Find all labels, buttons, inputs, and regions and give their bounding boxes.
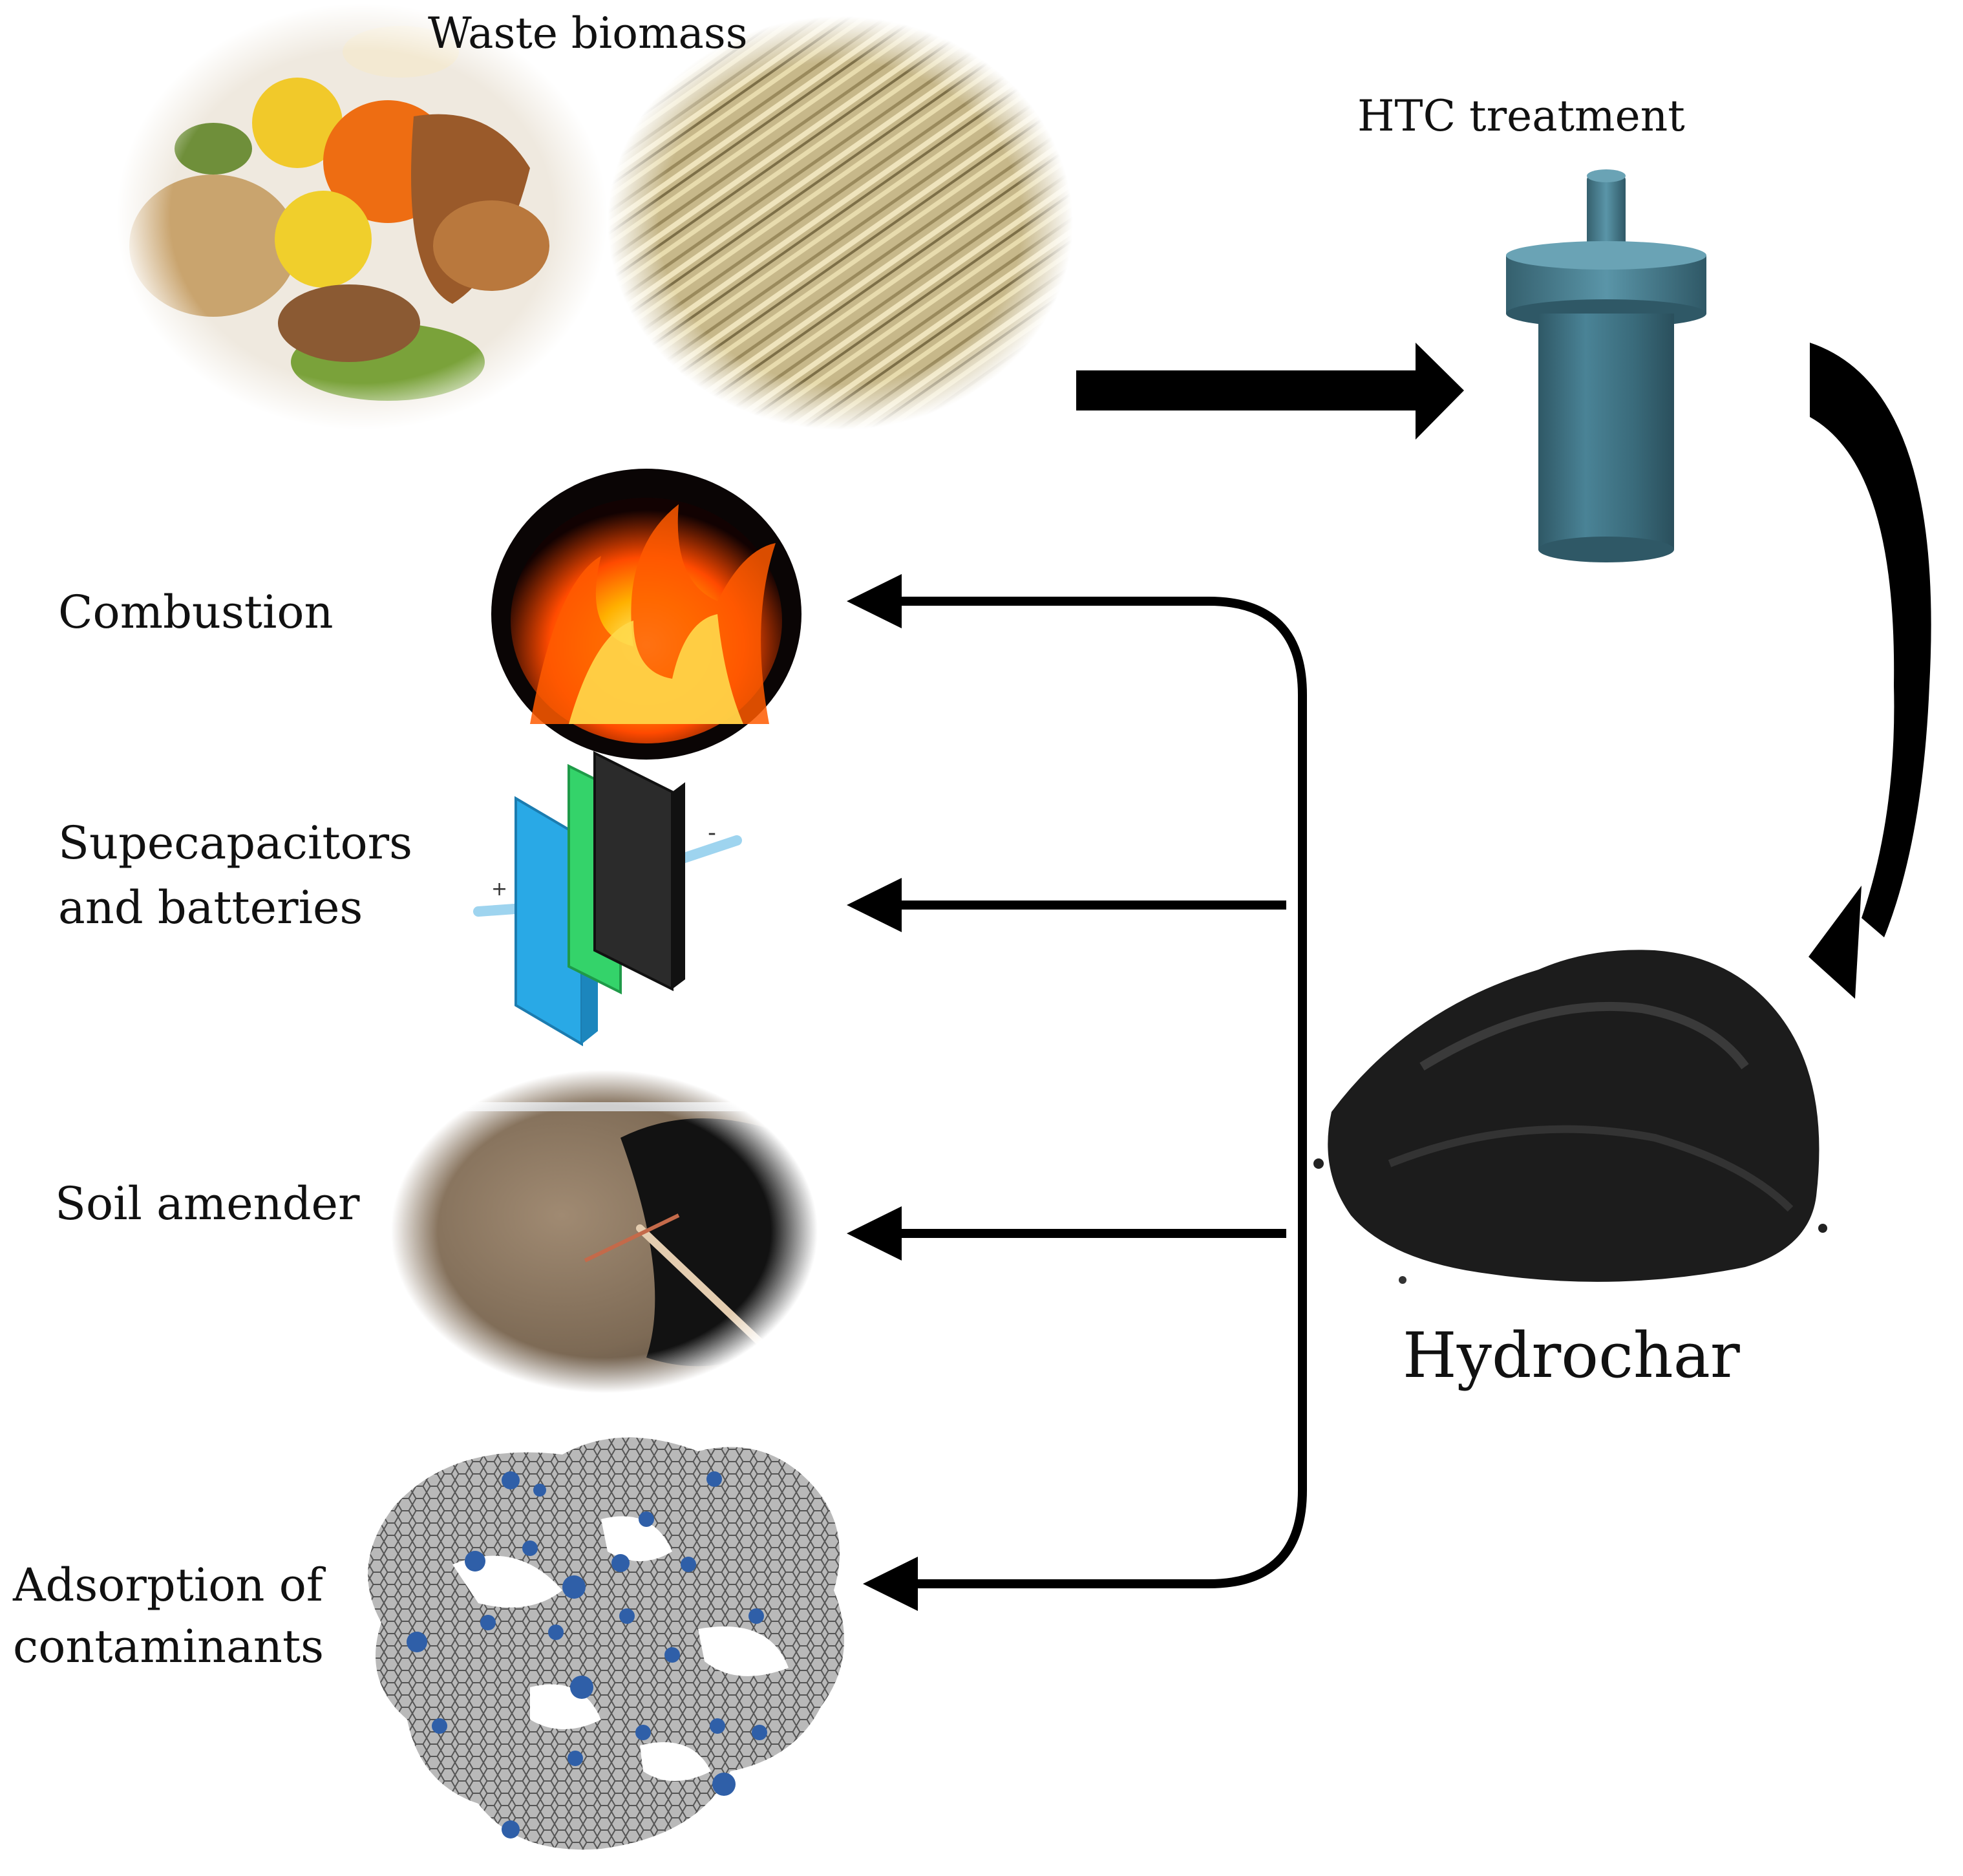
arrow-to-htc bbox=[1076, 343, 1464, 440]
fire-image bbox=[491, 469, 801, 760]
htc-reactor-icon bbox=[1506, 169, 1706, 562]
combustion-label: Combustion bbox=[58, 586, 334, 639]
waste-biomass-label: Waste biomass bbox=[428, 8, 748, 58]
htc-treatment-label: HTC treatment bbox=[1357, 91, 1685, 141]
supercapacitor-image: + - bbox=[473, 751, 742, 1047]
porous-adsorbent-image bbox=[368, 1437, 844, 1850]
battery-negative-terminal: - bbox=[708, 820, 716, 846]
hydrochar-label: Hydrochar bbox=[1403, 1319, 1740, 1392]
hydrochar-image bbox=[1313, 950, 1827, 1284]
battery-positive-terminal: + bbox=[491, 878, 507, 901]
arrow-to-hydrochar bbox=[1809, 343, 1931, 999]
contaminant-dots bbox=[407, 1471, 767, 1839]
straw-image bbox=[608, 16, 1073, 430]
adsorption-label-line1: Adsorption of bbox=[13, 1559, 323, 1612]
adsorption-label-line2: contaminants bbox=[13, 1620, 324, 1673]
supercapacitors-label-line2: and batteries bbox=[58, 881, 363, 934]
supercapacitors-label-line1: Supecapacitors bbox=[58, 816, 413, 869]
food-waste-image bbox=[116, 3, 608, 430]
soil-image bbox=[391, 1070, 818, 1393]
distribution-bracket bbox=[869, 597, 1307, 1588]
soil-amender-label: Soil amender bbox=[55, 1177, 360, 1230]
arrowheads bbox=[847, 574, 918, 1611]
